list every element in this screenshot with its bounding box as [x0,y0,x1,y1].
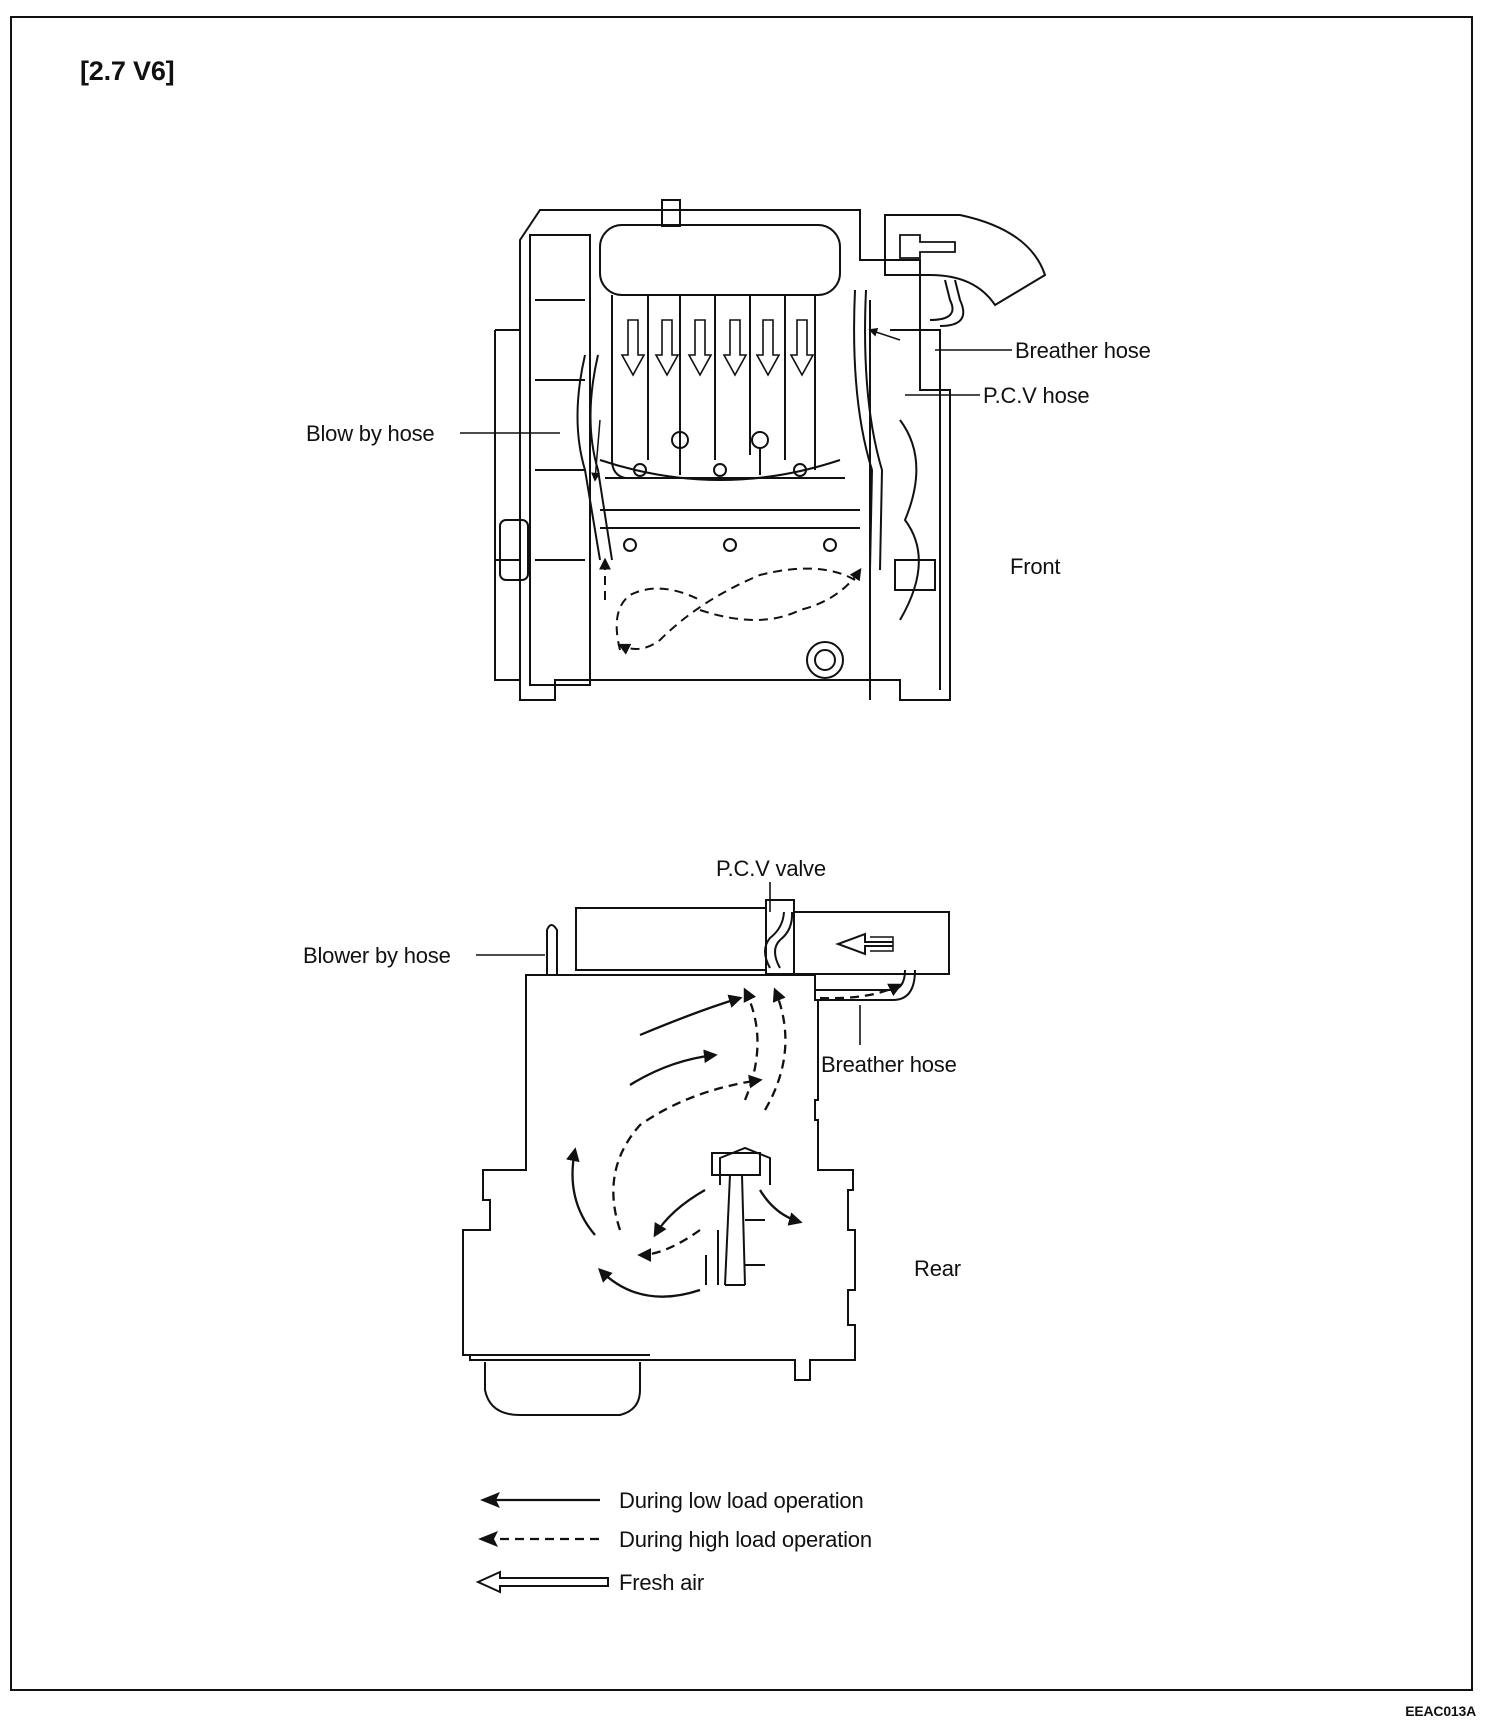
figure-frame [10,16,1473,1691]
figure-title: [2.7 V6] [80,56,175,86]
legend [475,1492,609,1594]
side-high-load-flow [612,983,903,1262]
dashed-arrow-icon [478,1531,605,1547]
pcv-hose [853,279,965,571]
label-pcv-hose: P.C.V hose [983,383,1090,408]
side-engine-view [462,899,950,1416]
top-engine-view [494,199,1047,701]
top-leader-lines [460,349,1012,434]
label-front: Front [1010,554,1061,579]
intake-runners [599,295,845,481]
legend-label-high-load: During high load operation [619,1527,872,1552]
figure-code: EEAC013A [1405,1703,1476,1719]
runner-flow-arrows [620,319,815,377]
top-high-load-flow [599,557,862,655]
label-blower-by-hose: Blower by hose [303,943,451,968]
label-rear: Rear [914,1256,961,1281]
blow-by-hose [576,354,613,561]
solid-arrow-icon [480,1492,600,1508]
label-blow-by-hose: Blow by hose [306,421,435,446]
hollow-arrow-icon [475,1570,609,1594]
injectors [633,431,807,477]
legend-label-fresh-air: Fresh air [619,1570,704,1595]
legend-label-low-load: During low load operation [619,1488,864,1513]
side-leader-lines [476,882,861,1045]
label-breather-hose-top: Breather hose [1015,338,1151,363]
side-low-load-flow [566,994,803,1298]
label-pcv-valve: P.C.V valve [716,856,826,881]
label-breather-hose-side: Breather hose [821,1052,957,1077]
